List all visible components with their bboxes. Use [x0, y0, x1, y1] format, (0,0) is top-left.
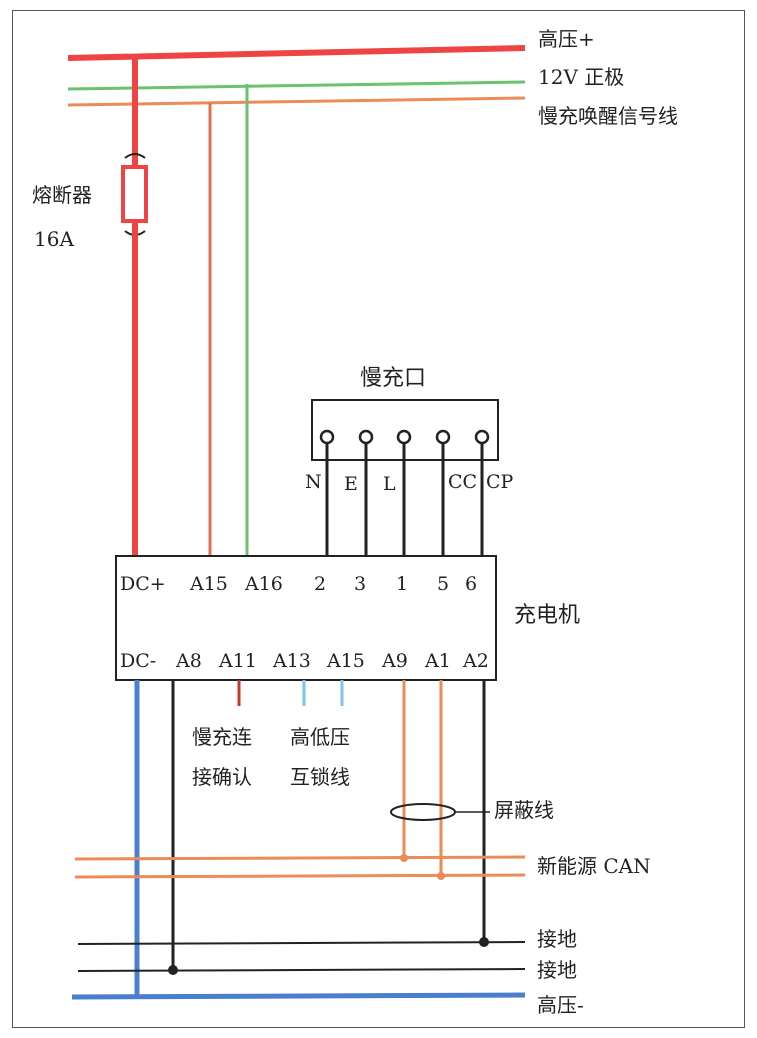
diagram-frame [12, 10, 745, 1028]
v12-positive-line [67, 80, 526, 91]
note-interlock-1: 高低压 [290, 725, 350, 749]
v12-positive-label: 12V 正极 [538, 65, 624, 89]
pin-top-2: 2 [314, 573, 326, 595]
note-slow-connect-2: 接确认 [192, 765, 252, 789]
pin-bot-a1: A1 [424, 650, 451, 672]
note-interlock-2: 互锁线 [290, 765, 350, 789]
can-line-2 [74, 873, 526, 879]
wake-signal-line [67, 96, 526, 107]
charger-top-pins: DC+ A15 A16 2 3 1 5 6 [120, 573, 477, 595]
pin-bot-a13: A13 [272, 650, 311, 672]
port-pin-cp: CP [486, 471, 514, 493]
ground-line-1 [77, 941, 526, 945]
port-pin-n: N [305, 471, 322, 493]
pin-top-6: 6 [465, 573, 477, 595]
ground-label-1: 接地 [537, 927, 577, 951]
port-pin-e: E [344, 473, 358, 495]
port-title: 慢充口 [360, 366, 426, 391]
hv-plus-label: 高压+ [538, 27, 595, 51]
wake-signal-label: 慢充唤醒信号线 [538, 104, 678, 128]
pin-top-1: 1 [396, 573, 408, 595]
pin-bot-a15: A15 [326, 650, 365, 672]
port-pin-l: L [383, 473, 396, 495]
hv-minus-label: 高压- [537, 993, 584, 1017]
port-terminal-n [319, 429, 335, 445]
pin-dc-minus: DC- [120, 650, 156, 672]
pin-top-a15: A15 [189, 573, 228, 595]
fuse-name-label: 熔断器 [32, 183, 92, 207]
fuse-rating-label: 16A [34, 227, 74, 251]
shield-ellipse [390, 803, 456, 821]
port-terminal-l [396, 429, 412, 445]
pin-top-5: 5 [437, 573, 449, 595]
port-pin-cc: CC [448, 471, 477, 493]
port-terminal-cc [435, 429, 451, 445]
can-label: 新能源 CAN [537, 854, 651, 878]
port-terminal-cp [474, 429, 490, 445]
charger-box [115, 555, 497, 681]
pin-bot-a8: A8 [175, 650, 202, 672]
can-line-1 [74, 855, 526, 861]
pin-dc-plus: DC+ [120, 573, 166, 595]
hv-plus-line [67, 45, 526, 61]
fuse-body [121, 165, 148, 223]
charger-title: 充电机 [514, 603, 580, 628]
pin-bot-a9: A9 [381, 650, 408, 672]
ground-label-2: 接地 [537, 958, 577, 982]
port-wires [325, 443, 484, 556]
note-slow-connect-1: 慢充连 [192, 725, 252, 749]
pin-bot-a11: A11 [218, 650, 257, 672]
charger-bottom-pins: DC- A8 A11 A13 A15 A9 A1 A2 [120, 650, 489, 672]
pin-top-a16: A16 [244, 573, 283, 595]
note-shield: 屏蔽线 [494, 798, 554, 822]
pin-bot-a2: A2 [462, 650, 489, 672]
pin-top-3: 3 [354, 573, 366, 595]
hv-minus-line [71, 992, 526, 1000]
port-terminal-e [358, 429, 374, 445]
ground-line-2 [77, 968, 526, 972]
fuse-top-clip [124, 153, 146, 159]
